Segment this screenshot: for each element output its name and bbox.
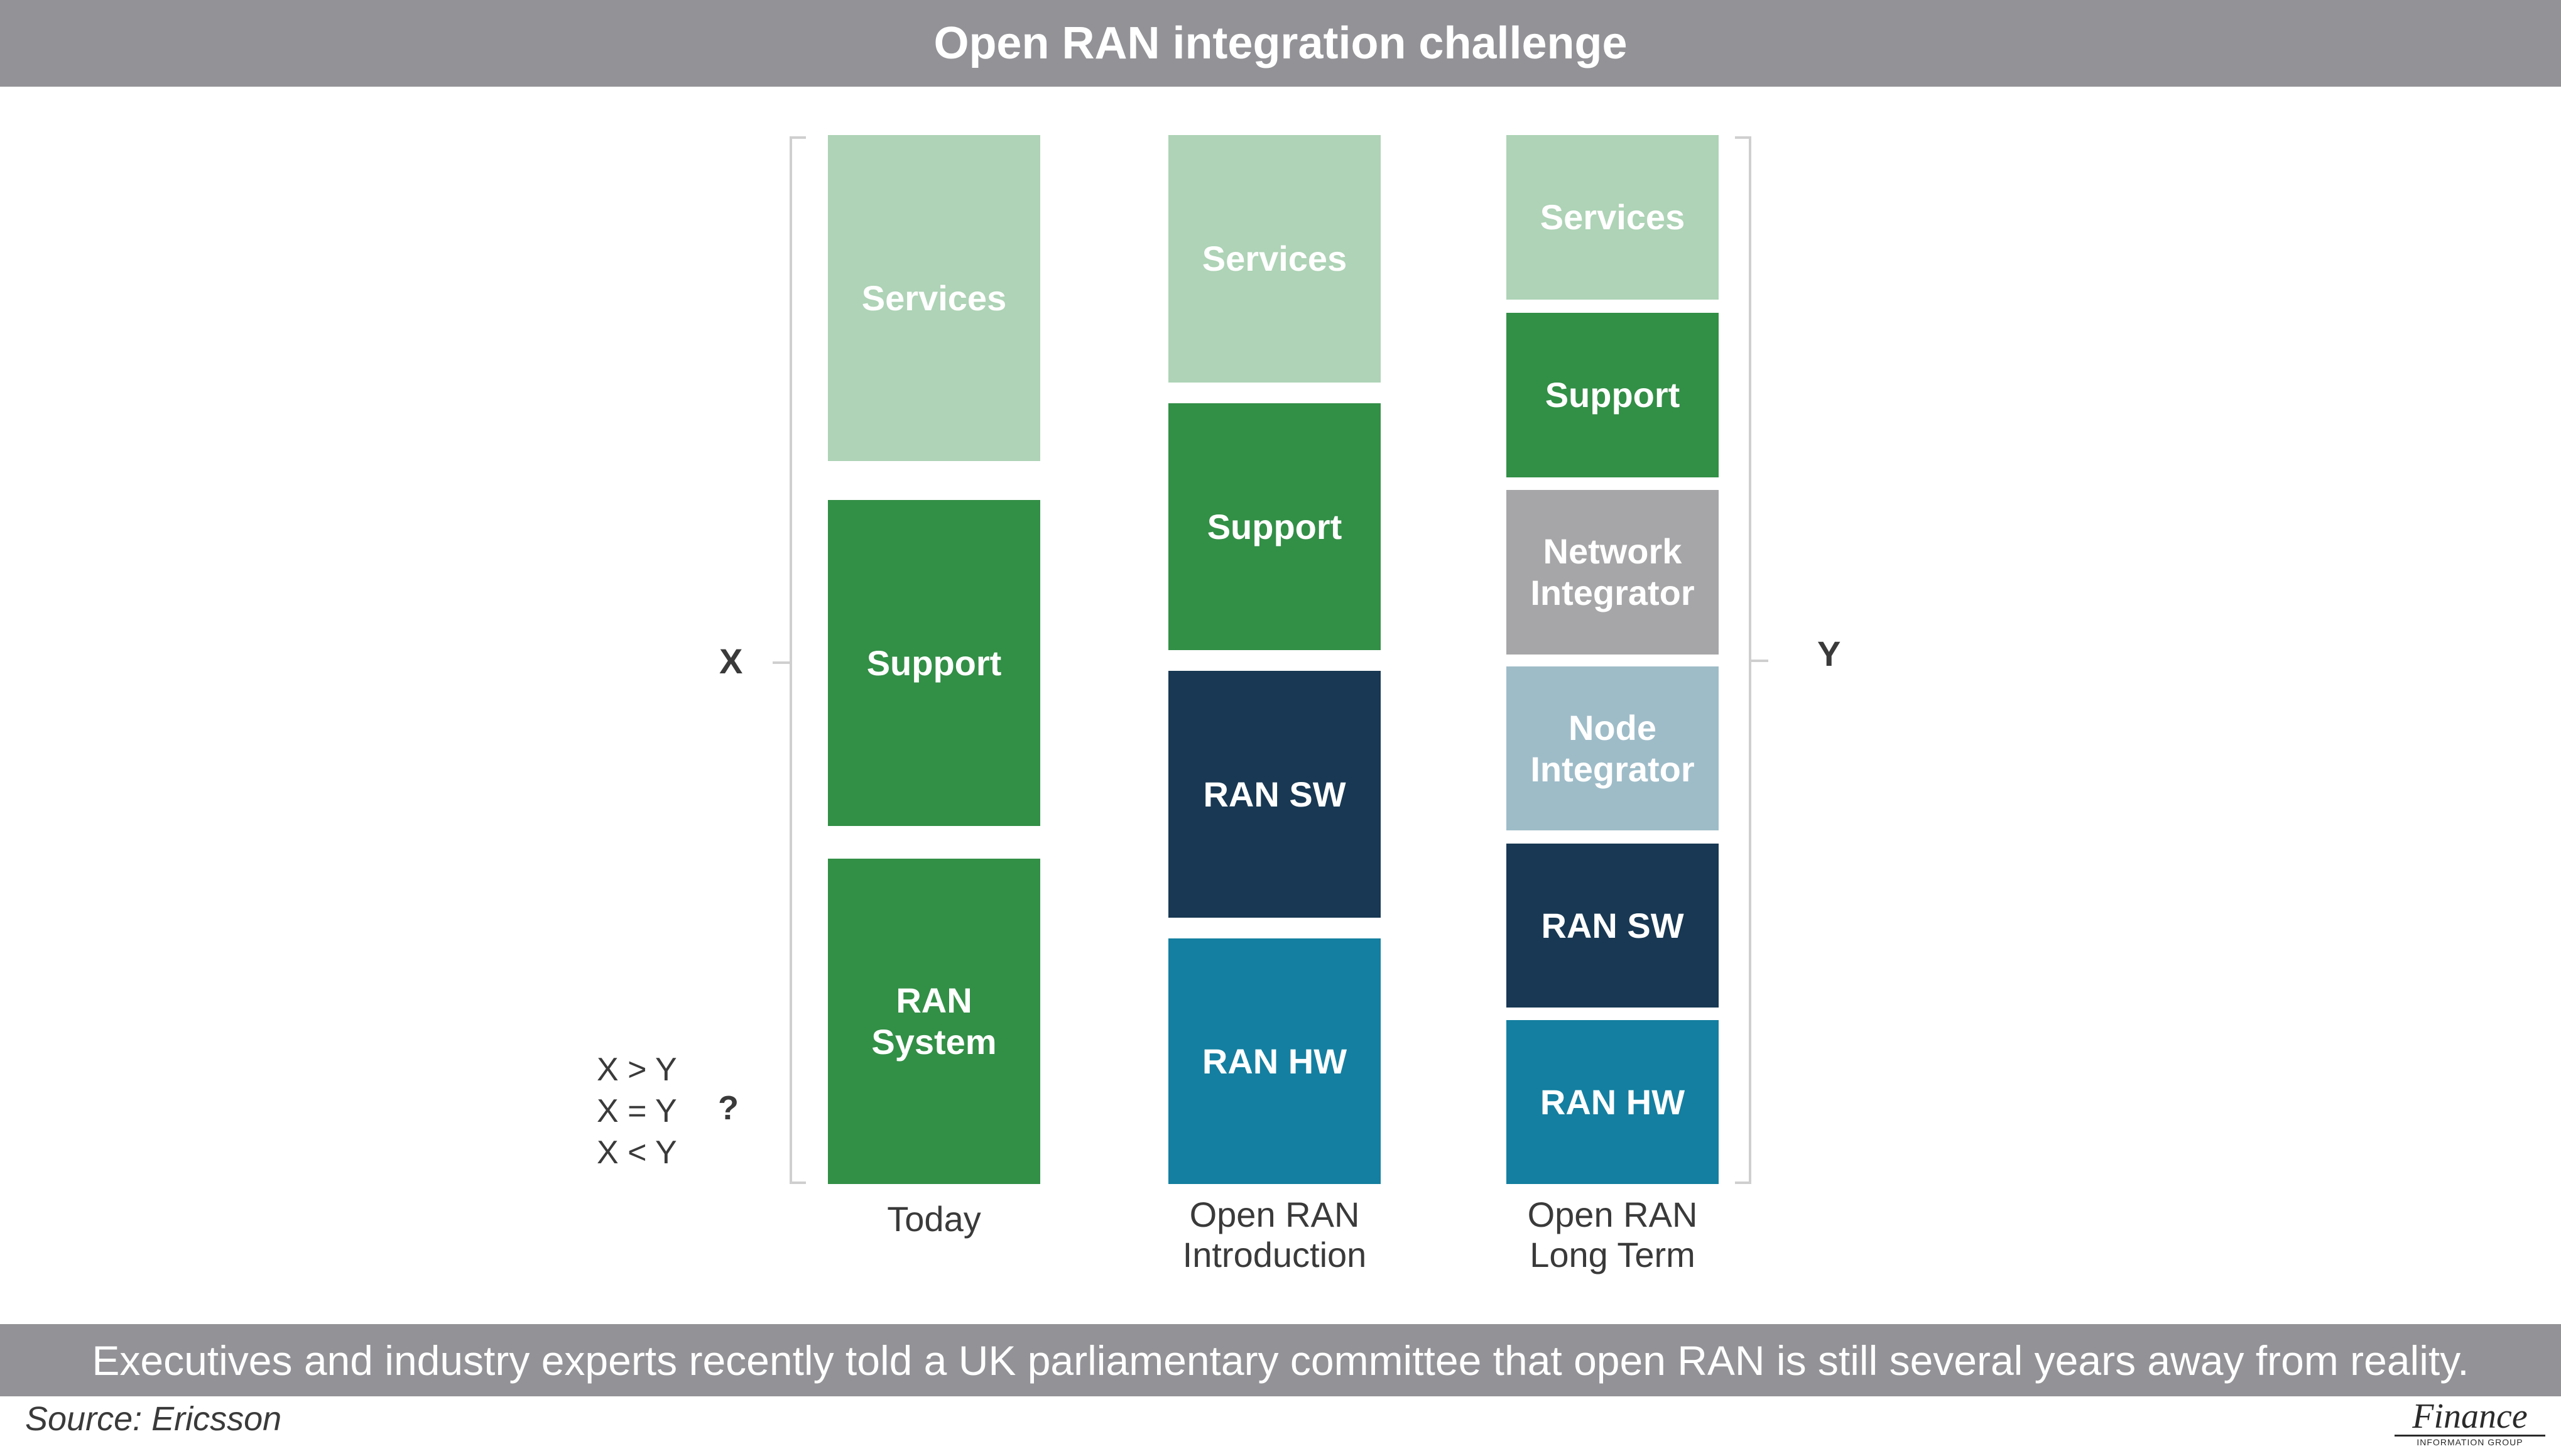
bracket-label-y: Y <box>1817 634 1841 673</box>
intro-services-block: Services <box>1168 135 1381 383</box>
intro-ran-hw-block: RAN HW <box>1168 938 1381 1184</box>
left-bracket-tick <box>773 661 790 664</box>
longterm-network-integrator-block: Network Integrator <box>1506 490 1719 655</box>
comparison-equal: X = Y <box>597 1093 677 1129</box>
intro-support-block: Support <box>1168 403 1381 650</box>
today-services-block: Services <box>828 135 1040 461</box>
logo-sub-text: INFORMATION GROUP <box>2417 1437 2523 1447</box>
caption-banner: Executives and industry experts recently… <box>0 1324 2561 1396</box>
longterm-support-block: Support <box>1506 313 1719 477</box>
right-bracket <box>1735 136 1751 1184</box>
comparison-greater: X > Y <box>597 1051 677 1088</box>
source-note: Source: Ericsson <box>25 1400 282 1438</box>
comparison-list: X > Y X = Y X < Y <box>597 1049 677 1173</box>
question-mark: ? <box>718 1089 739 1127</box>
bracket-label-x: X <box>719 641 743 681</box>
longterm-ran-hw-block: RAN HW <box>1506 1020 1719 1184</box>
longterm-services-block: Services <box>1506 135 1719 300</box>
left-bracket <box>790 136 806 1184</box>
right-bracket-tick <box>1751 660 1768 662</box>
page-title: Open RAN integration challenge <box>933 18 1628 68</box>
comparison-less: X < Y <box>597 1134 677 1171</box>
today-ran-system-block: RAN System <box>828 859 1040 1184</box>
title-banner: Open RAN integration challenge <box>0 0 2561 87</box>
column-label-today: Today <box>887 1199 981 1239</box>
longterm-ran-sw-block: RAN SW <box>1506 844 1719 1008</box>
logo-main-text: Finance <box>2395 1398 2545 1437</box>
longterm-node-integrator-block: Node Integrator <box>1506 666 1719 830</box>
caption-text: Executives and industry experts recently… <box>92 1337 2469 1384</box>
column-label-long-term: Open RAN Long Term <box>1527 1195 1698 1274</box>
finance-logo: Finance INFORMATION GROUP <box>2395 1398 2545 1448</box>
column-label-introduction: Open RAN Introduction <box>1182 1195 1367 1274</box>
intro-ran-sw-block: RAN SW <box>1168 671 1381 918</box>
today-support-block: Support <box>828 500 1040 826</box>
